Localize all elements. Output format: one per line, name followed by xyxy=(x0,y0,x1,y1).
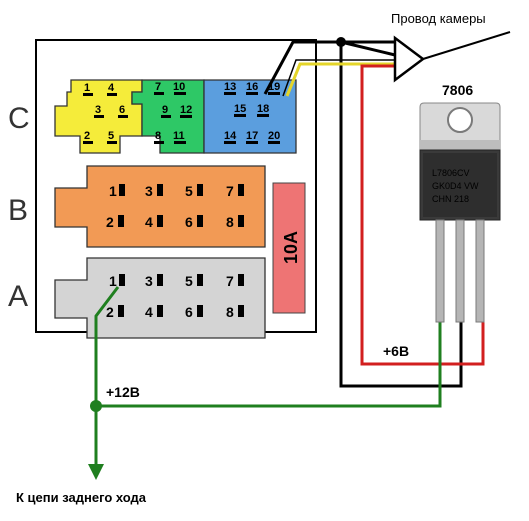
wire-camera-black xyxy=(340,40,396,57)
pin-c17: 17 xyxy=(246,130,258,142)
pin-b8: 8 xyxy=(226,214,234,230)
camera-wire-label: Провод камеры xyxy=(391,11,486,26)
pin-b6: 6 xyxy=(185,214,193,230)
arrow-down-icon xyxy=(88,464,104,480)
fuse-label: 10A xyxy=(281,231,301,264)
row-label-c: C xyxy=(8,102,30,135)
camera-wire-out xyxy=(422,31,511,60)
pin-a6: 6 xyxy=(185,304,193,320)
pin-a7: 7 xyxy=(226,273,234,289)
pin-c5: 5 xyxy=(108,130,114,142)
pin-a2: 2 xyxy=(106,304,114,320)
regulator-marking-2: GK0D4 VW xyxy=(432,181,479,191)
row-label-b: B xyxy=(8,194,28,227)
junction-12v xyxy=(90,400,102,412)
pin-b1: 1 xyxy=(109,183,117,199)
wire-red-6v xyxy=(360,64,485,366)
pin-c16: 16 xyxy=(246,81,258,93)
pin-a5: 5 xyxy=(185,273,193,289)
pin-c3: 3 xyxy=(95,104,101,116)
label-plus6v: +6В xyxy=(383,343,409,359)
pin-a4: 4 xyxy=(145,304,153,320)
mounting-hole xyxy=(447,107,473,133)
pin-c11: 11 xyxy=(173,130,185,142)
pin-b2: 2 xyxy=(106,214,114,230)
camera-plug-icon xyxy=(393,35,426,83)
pin-c12: 12 xyxy=(180,104,192,116)
pin-c18: 18 xyxy=(257,103,269,115)
pin-c15: 15 xyxy=(234,103,246,115)
connector-c-blue-block xyxy=(203,79,297,154)
pin-c14: 14 xyxy=(224,130,237,142)
fuse-10a xyxy=(272,182,306,314)
pin-b4: 4 xyxy=(145,214,153,230)
voltage-regulator: L7806CV GK0D4 VW CHN 218 xyxy=(419,102,501,323)
pin-b3: 3 xyxy=(145,183,153,199)
pin-b5: 5 xyxy=(185,183,193,199)
pin-a3: 3 xyxy=(145,273,153,289)
pin-c4: 4 xyxy=(108,82,115,94)
connector-c-green-pins: 7 10 9 12 8 11 xyxy=(154,81,192,144)
connector-b-orange-block xyxy=(54,165,266,248)
pin-c8: 8 xyxy=(155,130,161,142)
pin-c20: 20 xyxy=(268,130,280,142)
pin-a1: 1 xyxy=(109,273,117,289)
label-reverse-circuit: К цепи заднего хода xyxy=(16,490,147,505)
pin-a8: 8 xyxy=(226,304,234,320)
row-label-a: A xyxy=(8,280,28,313)
regulator-label: 7806 xyxy=(442,82,473,98)
pin-c7: 7 xyxy=(155,81,161,93)
connector-b-pins: 1 3 5 7 2 4 6 8 xyxy=(106,183,244,230)
connector-c-yellow-pins: 1 4 3 6 2 5 xyxy=(83,82,128,144)
connector-a-gray-block xyxy=(54,257,266,339)
wire-green-12v xyxy=(94,286,442,476)
regulator-marking-3: CHN 218 xyxy=(432,194,469,204)
pin-b7: 7 xyxy=(226,183,234,199)
pin-c13: 13 xyxy=(224,81,236,93)
label-plus12v: +12В xyxy=(106,384,140,400)
wire-signal-yellow-outline xyxy=(282,59,395,97)
pin-c2: 2 xyxy=(84,130,90,142)
pin-c6: 6 xyxy=(119,104,125,116)
regulator-marking-1: L7806CV xyxy=(432,168,470,178)
pin-c1: 1 xyxy=(84,82,90,94)
connector-a-pins: 1 3 5 7 2 4 6 8 xyxy=(106,273,244,320)
pin-c9: 9 xyxy=(162,104,168,116)
pin-c10: 10 xyxy=(173,81,185,93)
wire-ground-black xyxy=(263,40,463,388)
wire-signal-yellow xyxy=(285,62,395,97)
